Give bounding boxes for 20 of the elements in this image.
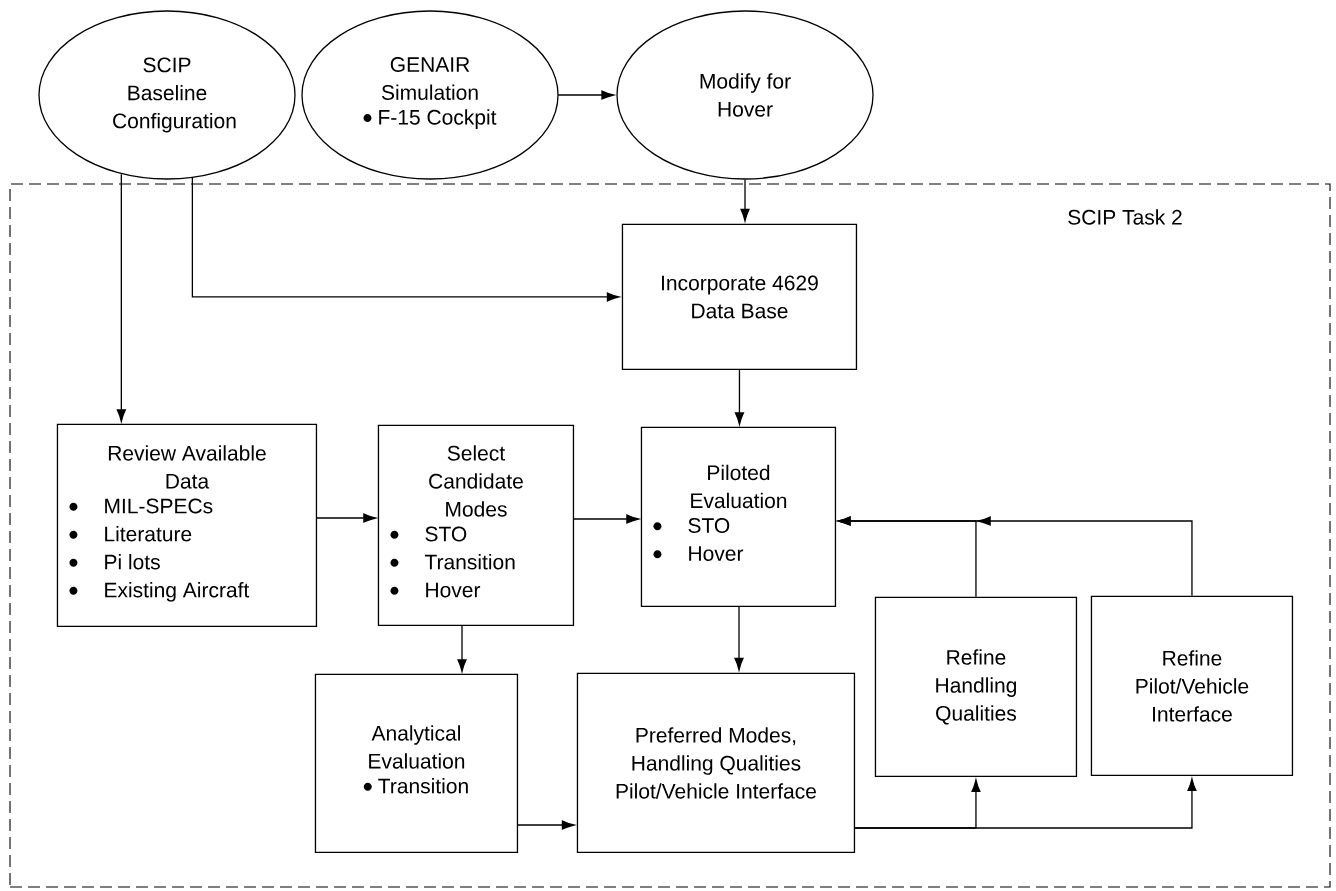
- process-box: Refine Handling Qualities: [874, 596, 1078, 778]
- arrow: [838, 516, 1193, 597]
- arrow: [573, 514, 639, 524]
- arrow: [734, 606, 744, 671]
- process-box: Piloted Evaluation STO Hover: [640, 426, 837, 608]
- arrow: [740, 179, 750, 222]
- process-box: Analytical Evaluation Transition: [314, 673, 519, 854]
- process-box: Select Candidate Modes STO Transition Hover: [377, 424, 575, 627]
- arrow: [191, 177, 620, 302]
- arrow: [457, 625, 467, 672]
- arrow: [316, 513, 376, 523]
- process-box: Preferred Modes, Handling Qualities Pilot/Vehicle Interface: [576, 672, 856, 854]
- process-box: Refine Pilot/Vehicle Interface: [1090, 595, 1294, 777]
- arrow: [557, 90, 614, 100]
- arrow: [116, 173, 126, 422]
- arrow: [734, 369, 745, 425]
- process-box: Incorporate 4629 Data Base: [621, 223, 858, 371]
- process-box: Review Available Data MIL-SPECs Literature Pi lots Existing Aircraft: [56, 423, 318, 628]
- arrow: [854, 778, 1197, 829]
- arrow: [517, 820, 575, 830]
